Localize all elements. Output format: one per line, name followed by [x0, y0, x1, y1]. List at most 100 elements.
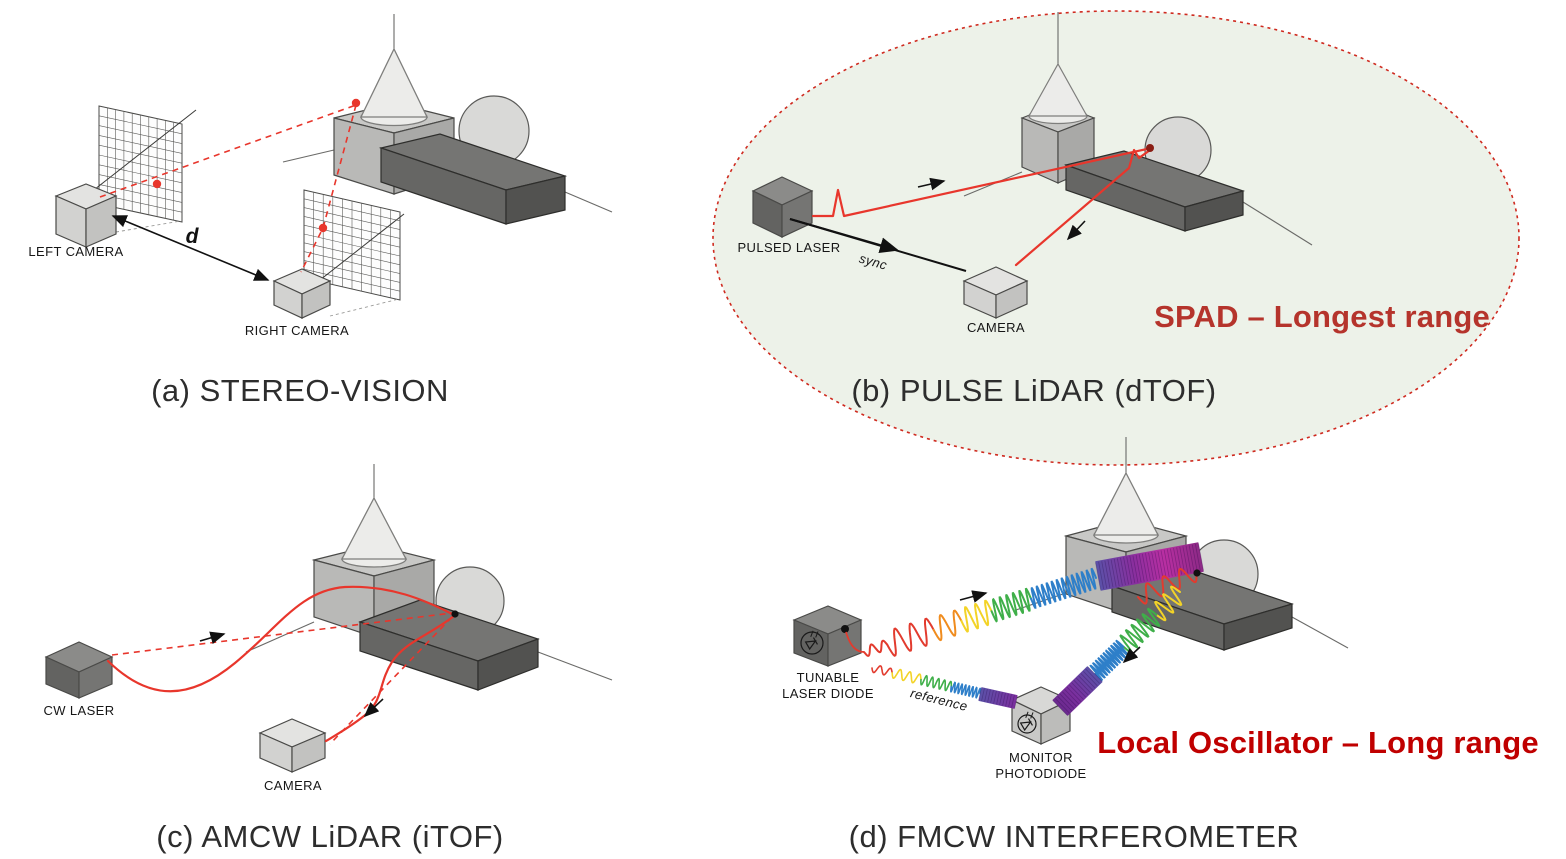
return-chirp-wave	[1154, 585, 1183, 622]
cone	[1027, 62, 1089, 117]
left-image-plane-grid	[98, 105, 183, 223]
panel-stereo-vision: d LEFT CAMERA RIGHT CAMERA (a) STEREO-VI…	[28, 14, 613, 408]
outgoing-beam-band-stripe	[1182, 546, 1189, 574]
hit-point	[451, 610, 459, 618]
outgoing-beam-band-stripe	[1194, 543, 1201, 572]
laser-diode-icon	[800, 630, 824, 655]
reference-beam-band-stripe	[1011, 694, 1015, 708]
outgoing-direction-arrow	[199, 631, 226, 644]
return-beam-band-stripe	[1071, 682, 1087, 698]
outgoing-beam-band-stripe	[1148, 552, 1154, 580]
camera-cube	[962, 266, 1029, 319]
outgoing-chirp-wave	[932, 609, 963, 642]
return-beam-band-stripe	[1057, 695, 1073, 712]
outgoing-chirp-wave	[886, 617, 935, 657]
reference-chirp-wave	[949, 681, 982, 699]
tunable-laser-diode-cube	[792, 605, 863, 667]
return-beam-band-stripe	[1075, 677, 1091, 693]
outgoing-beam-band-stripe	[1123, 557, 1129, 585]
outgoing-beam-band-stripe	[1160, 550, 1167, 578]
outgoing-beam-band-stripe	[1138, 554, 1145, 582]
caption-a: (a) STEREO-VISION	[151, 373, 449, 408]
return-beam-band-stripe	[1052, 700, 1068, 716]
reference-beam-band-stripe	[1002, 692, 1006, 706]
outgoing-beam-band-stripe	[1107, 560, 1114, 588]
grid-line	[303, 242, 401, 266]
hit-point	[1193, 569, 1201, 577]
return-chirp-wave	[1089, 639, 1130, 682]
photodiode-icon	[1017, 711, 1037, 734]
return-beam-band-stripe	[1085, 668, 1101, 684]
panel-fmcw-interferometer: TUNABLE LASER DIODE MONITOR PHOTODIODE r…	[782, 437, 1539, 854]
laser-pigtail	[845, 631, 865, 653]
grid-line	[303, 233, 401, 257]
outgoing-beam-band-stripe	[1141, 553, 1148, 582]
camera-label: CAMERA	[264, 778, 322, 793]
outgoing-chirp-wave	[1030, 567, 1097, 609]
pulsed-laser-label: PULSED LASER	[737, 240, 840, 255]
baseline-label: d	[186, 225, 200, 248]
outgoing-beam-band-stripe	[1113, 558, 1120, 587]
spad-annotation: SPAD – Longest range	[1154, 299, 1490, 334]
return-beam-band-stripe	[1064, 689, 1080, 705]
outgoing-direction-arrow	[959, 590, 988, 603]
outgoing-beam-band-stripe	[1095, 562, 1101, 590]
return-beam-band-stripe	[1080, 673, 1096, 689]
cw-laser-cube	[44, 641, 114, 699]
return-direction-arrow	[1122, 646, 1141, 664]
monitor-photodiode-label-1: MONITOR	[1009, 750, 1073, 765]
baseline-arrow	[111, 215, 270, 281]
reference-beam-band	[978, 687, 1018, 709]
reference-beam-band-stripe	[1014, 695, 1018, 709]
sync-arrowhead	[789, 218, 899, 253]
beat-wave-on-band	[1137, 567, 1198, 605]
grid-line	[98, 144, 183, 164]
outgoing-beam-band-stripe	[1116, 558, 1123, 586]
outgoing-beam-band-stripe	[1151, 551, 1158, 580]
ground-line-right	[1242, 201, 1313, 246]
reference-beam-band-stripe	[990, 690, 994, 704]
diode-glyph	[804, 630, 819, 651]
cw-laser-label: CW LASER	[43, 703, 114, 718]
cone	[359, 47, 429, 118]
grid-line	[303, 260, 401, 283]
outgoing-beam-band-stripe	[1120, 557, 1126, 586]
return-beam-band-stripe	[1059, 693, 1075, 709]
reference-beam-band-stripe	[978, 687, 982, 701]
box-right	[1184, 190, 1244, 232]
outgoing-beam-band-stripe	[1198, 543, 1204, 571]
outgoing-beam-band-stripe	[1157, 550, 1164, 579]
outgoing-direction-arrow	[917, 177, 946, 191]
reference-beam-band-stripe	[984, 688, 988, 702]
ground-line-left	[245, 621, 315, 653]
outgoing-chirp-wave	[863, 639, 889, 657]
outgoing-beam-band-stripe	[1163, 549, 1170, 577]
outgoing-beam-band-stripe	[1132, 555, 1139, 583]
outgoing-beam-band-stripe	[1173, 547, 1179, 576]
reference-beam-band-stripe	[993, 690, 997, 704]
monitor-photodiode-label-2: PHOTODIODE	[995, 766, 1086, 781]
ground-line-right	[1291, 616, 1349, 649]
caption-c: (c) AMCW LiDAR (iTOF)	[156, 819, 503, 854]
outgoing-beam-band-stripe	[1145, 553, 1151, 581]
box-right	[1223, 603, 1293, 651]
spad-highlight-ellipse	[712, 10, 1520, 466]
outgoing-beam-band	[1095, 542, 1204, 591]
reference-beam-band-stripe	[1005, 693, 1009, 707]
outgoing-beam-band-stripe	[1098, 561, 1105, 590]
return-beam-band-stripe	[1066, 686, 1082, 702]
grid-line	[303, 216, 401, 239]
reference-chirp-wave	[871, 665, 893, 676]
outgoing-chirp-wave	[990, 587, 1032, 623]
outgoing-carrier-dashed	[111, 612, 453, 656]
outgoing-modulated-wave	[106, 585, 454, 693]
caption-b: (b) PULSE LiDAR (dTOF)	[851, 373, 1216, 408]
left-grid-point	[152, 179, 162, 189]
diode-glyph	[1019, 711, 1034, 732]
return-beam-band-stripe	[1073, 680, 1089, 696]
outgoing-beam-band-stripe	[1191, 544, 1198, 572]
ground-line-right	[537, 651, 613, 681]
reference-beam-band-stripe	[981, 688, 985, 702]
